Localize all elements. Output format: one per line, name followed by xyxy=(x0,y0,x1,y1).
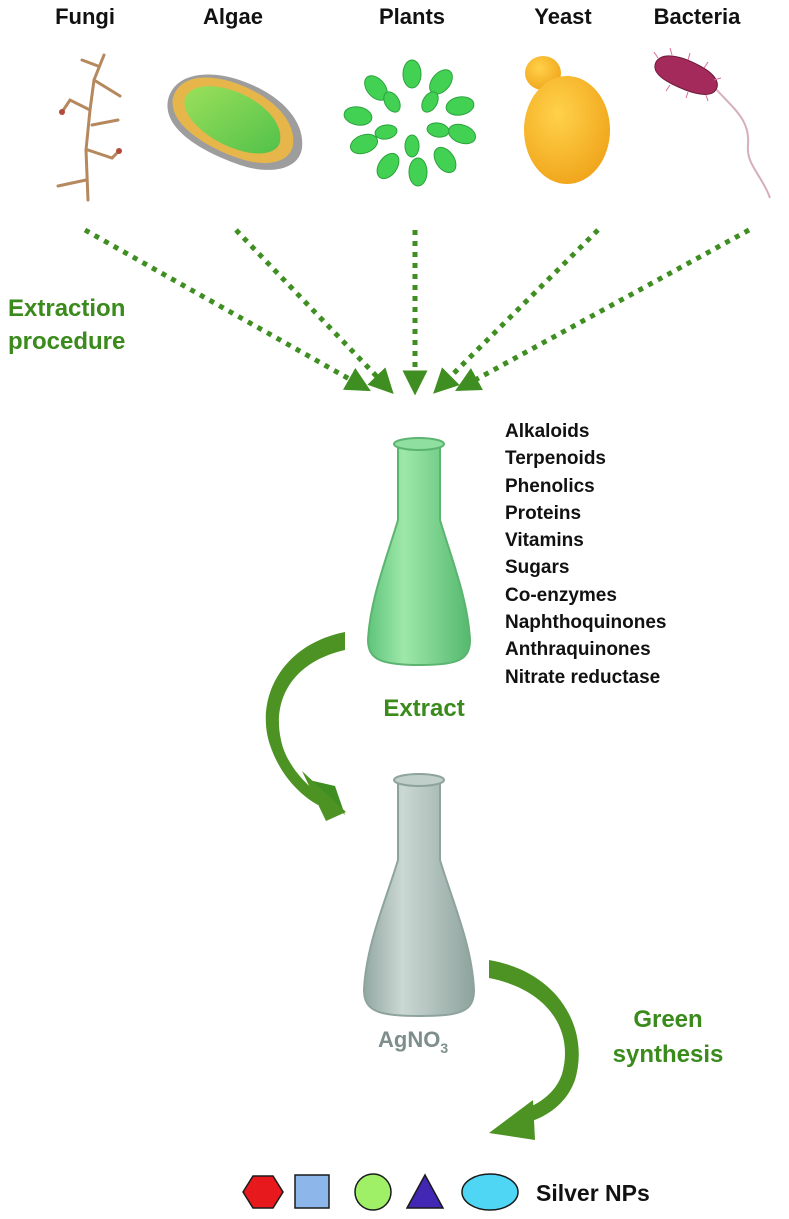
extraction-label-line2: procedure xyxy=(8,328,125,355)
curved-arrow-agno3-to-np xyxy=(489,960,579,1140)
compound-item: Alkaloids xyxy=(505,421,589,442)
arrow-algae xyxy=(234,228,394,395)
plants-icon xyxy=(343,59,477,187)
fungi-icon xyxy=(56,53,122,202)
compound-item: Terpenoids xyxy=(505,448,606,469)
organism-label-plants: Plants xyxy=(379,4,445,29)
organism-label-fungi: Fungi xyxy=(55,4,115,29)
organism-label-yeast: Yeast xyxy=(534,4,592,29)
extract-label: Extract xyxy=(383,695,464,722)
green-synthesis-line1: Green xyxy=(633,1006,702,1033)
hexagon-icon xyxy=(242,1175,284,1209)
agno3-flask xyxy=(362,773,476,1018)
silver-np-shapes xyxy=(242,1173,519,1211)
agno3-main: AgNO xyxy=(378,1027,440,1052)
curved-arrow-extract-to-agno3 xyxy=(265,632,346,821)
ellipse-icon xyxy=(461,1173,519,1211)
algae-icon xyxy=(167,74,303,170)
silver-nps-label: Silver NPs xyxy=(536,1180,650,1206)
arrow-yeast xyxy=(433,228,600,394)
green-synthesis-line2: synthesis xyxy=(613,1041,724,1068)
agno3-subscript: 3 xyxy=(440,1040,448,1056)
arrow-bacteria xyxy=(455,227,751,392)
compound-item: Sugars xyxy=(505,557,569,578)
compound-item: Proteins xyxy=(505,503,581,524)
compound-item: Naphthoquinones xyxy=(505,612,666,633)
organism-label-algae: Algae xyxy=(203,4,263,29)
square-icon xyxy=(294,1174,330,1209)
agno3-label: AgNO3 xyxy=(378,1027,448,1056)
extract-flask xyxy=(366,437,472,667)
circle-icon xyxy=(354,1173,392,1211)
arrow-fungi xyxy=(83,227,371,392)
compound-item: Vitamins xyxy=(505,530,584,551)
compound-item: Anthraquinones xyxy=(505,639,651,660)
bacteria-icon xyxy=(653,47,771,199)
compounds-list: Alkaloids Terpenoids Phenolics Proteins … xyxy=(505,421,666,688)
triangle-icon xyxy=(405,1173,445,1209)
compound-item: Co-enzymes xyxy=(505,585,617,606)
yeast-icon xyxy=(524,56,610,184)
extraction-label-line1: Extraction xyxy=(8,295,125,322)
organism-label-bacteria: Bacteria xyxy=(654,4,742,29)
compound-item: Phenolics xyxy=(505,476,595,497)
compound-item: Nitrate reductase xyxy=(505,667,660,688)
